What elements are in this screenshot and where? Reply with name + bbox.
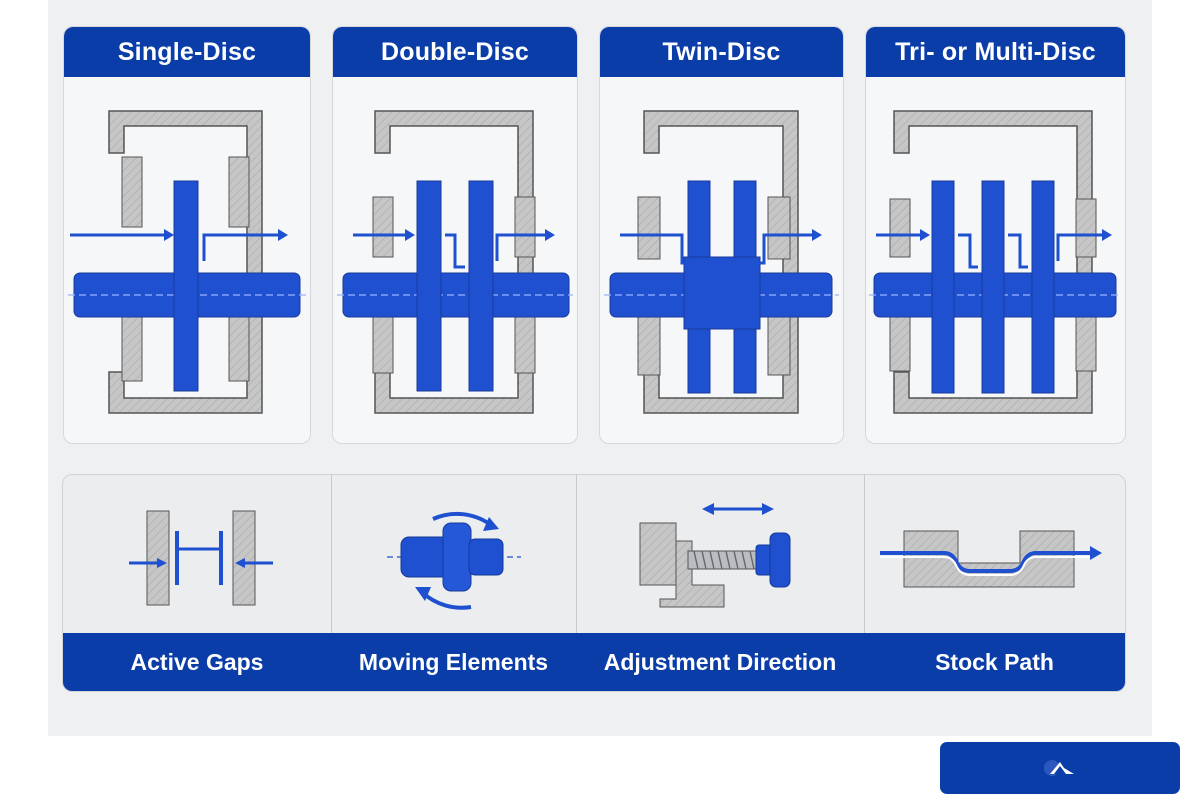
stock-path-icon bbox=[880, 530, 1102, 588]
bearing-right-bottom bbox=[228, 306, 250, 382]
stock-transfer-1 bbox=[958, 233, 978, 269]
legend-label: Adjustment Direction bbox=[576, 633, 864, 691]
bearing-left-bottom bbox=[889, 312, 911, 372]
active-gaps-icon bbox=[129, 510, 273, 606]
bearing-right-top bbox=[514, 196, 536, 258]
bearing-left-top bbox=[637, 196, 661, 260]
double-disc-refiner-diagram bbox=[337, 110, 573, 414]
card-double-disc: Double-Disc bbox=[332, 26, 578, 444]
stock-path bbox=[620, 233, 814, 273]
bearing-left-bottom bbox=[121, 306, 143, 382]
rotor-hub bbox=[683, 256, 761, 330]
bearing-left-top bbox=[121, 156, 143, 228]
bearing-left-bottom bbox=[637, 312, 661, 376]
brand-button[interactable] bbox=[940, 742, 1180, 794]
rotor-disc-1 bbox=[931, 180, 955, 394]
bearing-right-top bbox=[767, 196, 791, 260]
disc-2-lower bbox=[733, 328, 757, 394]
legend-item-active-gaps: Active Gaps bbox=[63, 475, 332, 691]
housing bbox=[108, 110, 263, 414]
rotor-disc-2 bbox=[981, 180, 1005, 394]
bearing-left-top bbox=[372, 196, 394, 258]
card-title: Double-Disc bbox=[333, 27, 577, 77]
legend-item-moving-elements: Moving Elements bbox=[331, 475, 577, 691]
rotor-disc bbox=[173, 180, 199, 392]
card-multi-disc: Tri- or Multi-Disc bbox=[865, 26, 1126, 444]
rotor-disc-2 bbox=[468, 180, 494, 392]
stock-out-arrow bbox=[1102, 229, 1112, 241]
legend-label: Stock Path bbox=[864, 633, 1125, 691]
stock-out-arrow bbox=[278, 229, 288, 241]
legend: Active Gaps Moving Elements bbox=[62, 474, 1126, 692]
bearing-right-bottom bbox=[767, 312, 791, 376]
legend-label: Moving Elements bbox=[331, 633, 576, 691]
bearing-right-bottom bbox=[514, 312, 536, 374]
stock-out-arrow bbox=[545, 229, 555, 241]
disc-2-upper bbox=[733, 180, 757, 258]
card-title: Tri- or Multi-Disc bbox=[866, 27, 1125, 77]
rotor-disc-1 bbox=[416, 180, 442, 392]
housing bbox=[643, 110, 799, 414]
stock-out-arrow bbox=[812, 229, 822, 241]
housing bbox=[374, 110, 534, 414]
card-twin-disc: Twin-Disc bbox=[599, 26, 844, 444]
multi-disc-refiner-diagram bbox=[869, 110, 1122, 414]
legend-item-adjustment-direction: Adjustment Direction bbox=[576, 475, 865, 691]
bearing-right-top bbox=[1075, 198, 1097, 258]
legend-item-stock-path: Stock Path bbox=[864, 475, 1125, 691]
bearing-left-bottom bbox=[372, 312, 394, 374]
bearing-right-bottom bbox=[1075, 312, 1097, 372]
bearing-left-top bbox=[889, 198, 911, 258]
stock-in-arrow bbox=[164, 229, 174, 241]
card-title: Single-Disc bbox=[64, 27, 310, 77]
housing bbox=[893, 110, 1093, 414]
stock-transfer-2 bbox=[1008, 233, 1028, 269]
brand-logo-icon bbox=[1044, 760, 1074, 776]
stock-transfer-path bbox=[445, 233, 465, 269]
twin-disc-refiner-diagram bbox=[604, 110, 839, 414]
bearing-right-top bbox=[228, 156, 250, 228]
disc-1-lower bbox=[687, 328, 711, 394]
card-title: Twin-Disc bbox=[600, 27, 843, 77]
adjustment-screw-icon bbox=[639, 503, 791, 608]
rotor-disc-3 bbox=[1031, 180, 1055, 394]
rotating-shaft-icon bbox=[387, 511, 521, 610]
card-single-disc: Single-Disc bbox=[63, 26, 311, 444]
stock-in-arrow bbox=[405, 229, 415, 241]
single-disc-refiner-diagram bbox=[68, 110, 306, 414]
stock-in-arrow bbox=[920, 229, 930, 241]
legend-label: Active Gaps bbox=[63, 633, 331, 691]
disc-1-upper bbox=[687, 180, 711, 258]
